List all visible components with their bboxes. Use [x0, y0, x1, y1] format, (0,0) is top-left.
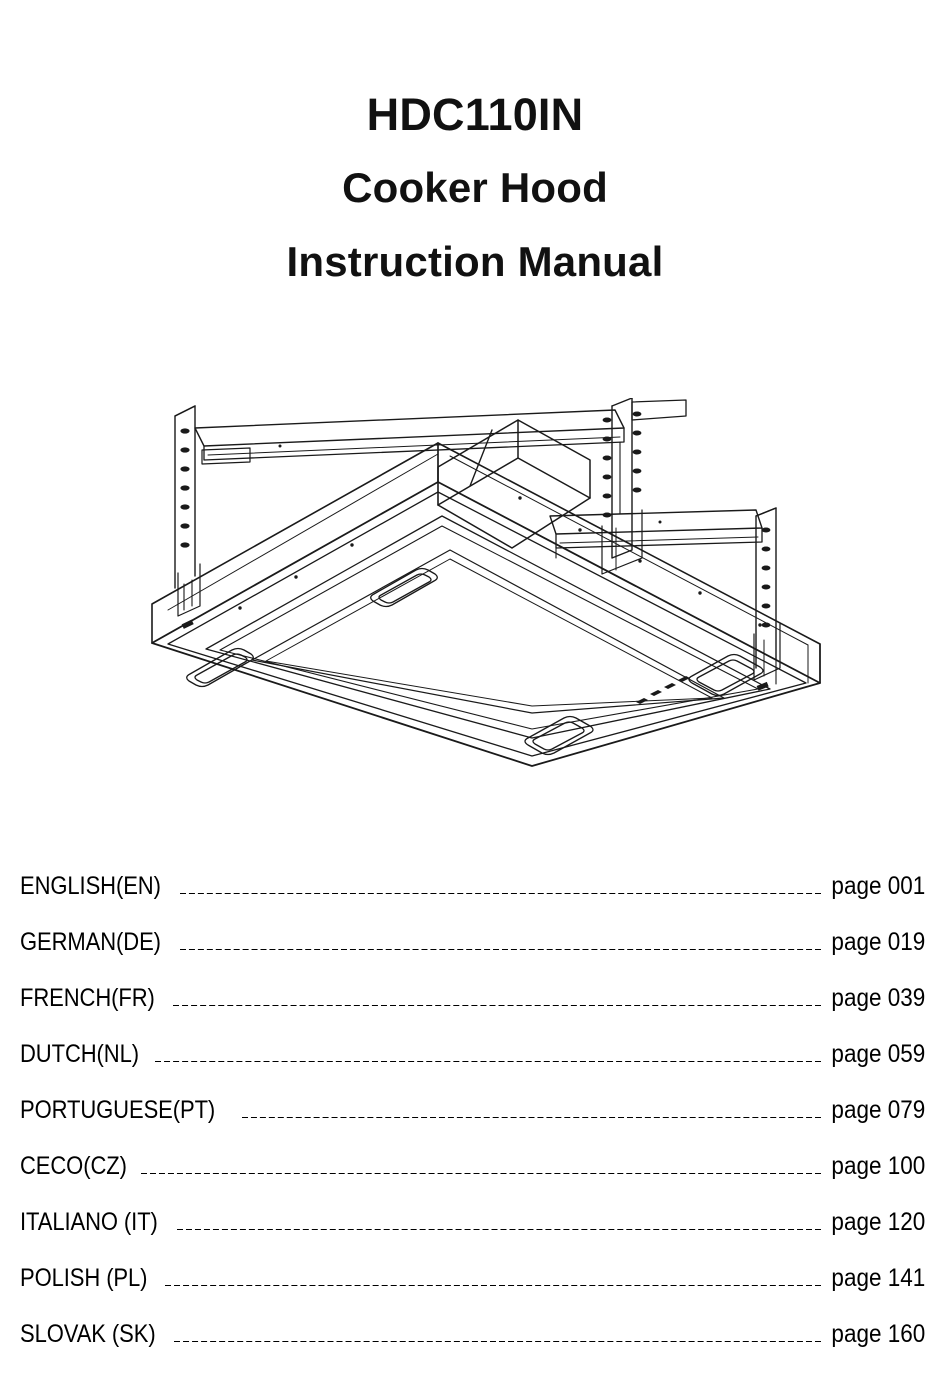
toc-row[interactable]: GERMAN(DE) page 019	[20, 928, 925, 984]
toc-leader-dots	[173, 1005, 821, 1006]
toc-leader-dots	[176, 1229, 821, 1230]
table-of-contents: ENGLISH(EN) page 001 GERMAN(DE) page 019…	[20, 872, 925, 1376]
toc-language-label: SLOVAK (SK)	[20, 1320, 156, 1348]
toc-row[interactable]: CECO(CZ) page 100	[20, 1152, 925, 1208]
product-illustration	[120, 398, 840, 798]
toc-row[interactable]: ENGLISH(EN) page 001	[20, 872, 925, 928]
toc-leader-dots	[155, 1061, 821, 1062]
toc-page-number: page 001	[831, 872, 925, 900]
toc-page-number: page 059	[831, 1040, 925, 1068]
cooker-hood-line-drawing-svg	[151, 398, 821, 767]
page-title-product: Cooker Hood	[342, 164, 608, 211]
toc-leader-dots	[180, 949, 821, 950]
title-block: HDC110IN Cooker Hood Instruction Manual	[0, 92, 950, 283]
page-title-model: HDC110IN	[366, 89, 584, 140]
toc-leader-dots	[241, 1117, 821, 1118]
toc-leader-dots	[180, 893, 821, 894]
toc-page-number: page 141	[831, 1264, 925, 1292]
toc-leader-dots	[174, 1341, 821, 1342]
toc-language-label: ENGLISH(EN)	[20, 872, 161, 900]
toc-language-label: PORTUGUESE(PT)	[20, 1096, 216, 1124]
toc-row[interactable]: FRENCH(FR) page 039	[20, 984, 925, 1040]
page-title-document-type: Instruction Manual	[286, 238, 664, 285]
toc-language-label: DUTCH(NL)	[20, 1040, 139, 1068]
toc-page-number: page 079	[831, 1096, 925, 1124]
toc-row[interactable]: POLISH (PL) page 141	[20, 1264, 925, 1320]
toc-page-number: page 160	[831, 1320, 925, 1348]
toc-language-label: CECO(CZ)	[20, 1152, 127, 1180]
toc-leader-dots	[164, 1285, 821, 1286]
toc-language-label: GERMAN(DE)	[20, 928, 161, 956]
toc-leader-dots	[141, 1173, 821, 1174]
toc-language-label: FRENCH(FR)	[20, 984, 155, 1012]
toc-page-number: page 039	[831, 984, 925, 1012]
toc-language-label: ITALIANO (IT)	[20, 1208, 158, 1236]
toc-row[interactable]: DUTCH(NL) page 059	[20, 1040, 925, 1096]
toc-row[interactable]: ITALIANO (IT) page 120	[20, 1208, 925, 1264]
toc-row[interactable]: PORTUGUESE(PT) page 079	[20, 1096, 925, 1152]
toc-row[interactable]: SLOVAK (SK) page 160	[20, 1320, 925, 1376]
toc-language-label: POLISH (PL)	[20, 1264, 148, 1292]
toc-page-number: page 100	[831, 1152, 925, 1180]
toc-page-number: page 120	[831, 1208, 925, 1236]
toc-page-number: page 019	[831, 928, 925, 956]
